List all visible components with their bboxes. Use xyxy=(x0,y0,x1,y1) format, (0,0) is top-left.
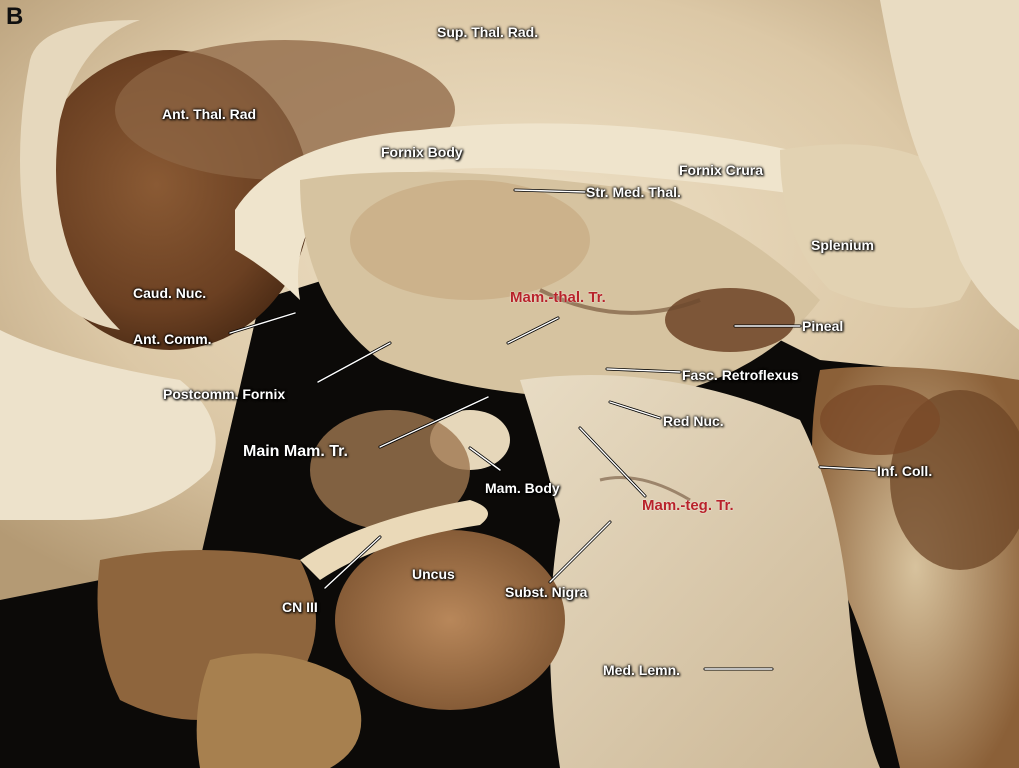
label-med-lemn: Med. Lemn. xyxy=(603,662,681,678)
label-pineal: Pineal xyxy=(802,318,844,334)
panel-letter: B xyxy=(6,3,24,30)
label-mam-teg-tr: Mam.-teg. Tr. xyxy=(642,497,734,514)
label-ant-comm: Ant. Comm. xyxy=(133,331,212,347)
label-mam-body: Mam. Body xyxy=(485,480,560,496)
label-cn-iii: CN III xyxy=(282,599,318,615)
label-splenium: Splenium xyxy=(811,237,875,253)
label-fornix-crura: Fornix Crura xyxy=(679,162,764,178)
label-uncus: Uncus xyxy=(412,566,455,582)
label-caud-nuc: Caud. Nuc. xyxy=(133,285,207,301)
label-sup-thal-rad: Sup. Thal. Rad. xyxy=(437,24,539,40)
label-str-med-thal: Str. Med. Thal. xyxy=(586,184,681,200)
label-red-nuc: Red Nuc. xyxy=(663,413,724,429)
label-subst-nigra: Subst. Nigra xyxy=(505,584,588,600)
label-fornix-body: Fornix Body xyxy=(381,144,463,160)
label-mam-thal-tr: Mam.-thal. Tr. xyxy=(510,289,606,306)
label-postcomm-fornix: Postcomm. Fornix xyxy=(163,386,286,402)
label-fasc-retroflexus: Fasc. Retroflexus xyxy=(682,367,799,383)
label-ant-thal-rad: Ant. Thal. Rad xyxy=(162,106,257,122)
label-main-mam-tr: Main Mam. Tr. xyxy=(243,443,348,460)
label-inf-coll: Inf. Coll. xyxy=(877,463,933,479)
